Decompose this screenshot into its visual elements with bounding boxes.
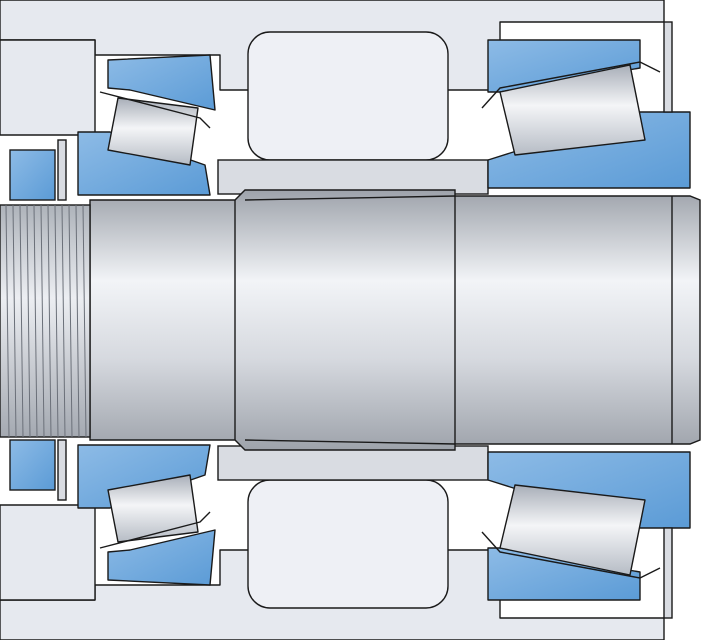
- cavity-top: [247, 31, 449, 161]
- left-bearing-outer-ring-top: [107, 54, 216, 111]
- shaft-body: [89, 189, 701, 451]
- thread-line: [26, 204, 31, 438]
- right-bearing-roller-top: [499, 64, 646, 156]
- spacer-top: [217, 159, 489, 195]
- thread-line: [12, 204, 17, 438]
- thread-line: [68, 204, 73, 438]
- shaft-taper-bottom: [244, 439, 456, 445]
- thread-line: [54, 204, 59, 438]
- thread-lines: [5, 204, 87, 438]
- left-bearing-cage-top: [99, 91, 211, 129]
- left-bearing-roller-bottom: [107, 474, 199, 543]
- shaft: [0, 189, 701, 451]
- housing-left-top: [0, 39, 96, 136]
- end-cover: [663, 21, 673, 619]
- right-bearing-cage-bottom: [481, 531, 661, 579]
- lock-washer-bottom: [57, 439, 67, 501]
- end-cover-top: [663, 21, 673, 113]
- spacer-bottom: [217, 445, 489, 481]
- left-bearing-outer-ring-bottom: [107, 529, 216, 586]
- thread-line: [40, 204, 45, 438]
- lock-nut-bottom: [9, 439, 56, 491]
- thread-line: [82, 204, 87, 438]
- right-bearing-roller-bottom: [499, 484, 646, 576]
- thread-line: [75, 204, 80, 438]
- right-bearing-cage-top: [481, 61, 661, 109]
- housing-left-bottom: [0, 504, 96, 601]
- end-cover-bottom: [663, 527, 673, 619]
- right-bearing: [481, 39, 691, 601]
- thread-line: [47, 204, 52, 438]
- housing-cavities: [247, 31, 449, 609]
- left-bearing-roller-top: [107, 97, 199, 166]
- thread-line: [61, 204, 66, 438]
- cavity-bottom: [247, 479, 449, 609]
- thread-line: [33, 204, 38, 438]
- left-bearing-cage-bottom: [99, 511, 211, 549]
- thread-line: [19, 204, 24, 438]
- thread-line: [5, 204, 10, 438]
- lock-washer-top: [57, 139, 67, 201]
- lock-nut-top: [9, 149, 56, 201]
- shaft-taper-top: [244, 195, 456, 201]
- left-bearing: [77, 54, 216, 586]
- lock-nut: [9, 139, 67, 501]
